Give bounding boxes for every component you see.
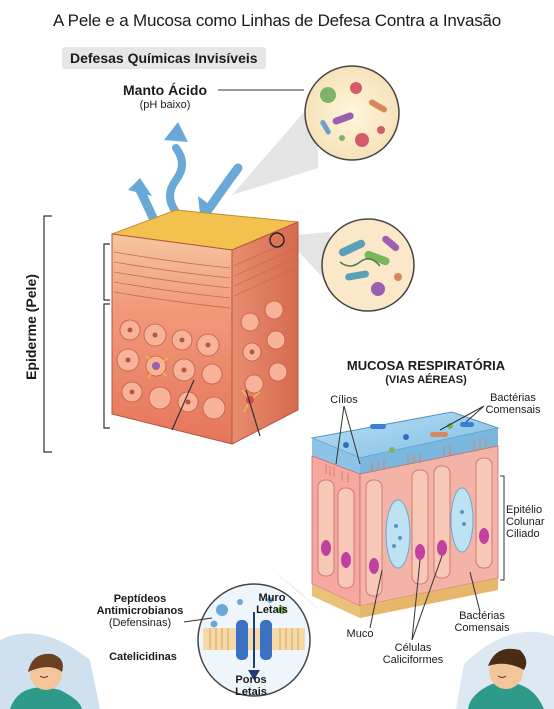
zoom-cone-top	[232, 96, 318, 195]
mucosa-leader-lines	[335, 405, 505, 641]
chemical-defenses-banner: Defesas Químicas Invisíveis	[62, 47, 266, 69]
muco-label: Muco	[346, 628, 374, 640]
epiderme-label: Epiderme (Pele)	[23, 274, 39, 380]
manto-acido-label: Manto Ácido	[123, 82, 207, 98]
peptide-leader	[183, 617, 213, 623]
epiderme-bracket	[43, 215, 110, 453]
respiratory-mucosa-block	[310, 411, 500, 618]
page-title: A Pele e a Mucosa como Linhas de Defesa …	[52, 11, 502, 30]
antimicrobial-pores-circle	[197, 583, 311, 697]
mucosa-subtitle: (VIAS AÉREAS)	[385, 374, 467, 386]
skin-epidermis-block	[111, 209, 299, 445]
zoom-cone-bottom	[270, 568, 325, 615]
catelicidinas-label: Catelicidinas	[109, 651, 177, 663]
sleeping-child-left	[0, 633, 100, 709]
mucosa-title: MUCOSA RESPIRATÓRIA	[346, 358, 506, 373]
zoom-marker-circle	[269, 232, 285, 248]
skin-microbiota-circle	[321, 218, 415, 312]
ph-baixo-label: (pH baixo)	[139, 99, 191, 111]
acid-mantle-arrows	[128, 122, 243, 227]
surface-bacteria-circle	[304, 65, 400, 161]
sleeping-child-right	[456, 631, 554, 709]
cilios-label: Cílios	[330, 394, 358, 406]
peptideos-label: Peptídeos Antimicrobianos (Defensinas)	[96, 593, 184, 629]
